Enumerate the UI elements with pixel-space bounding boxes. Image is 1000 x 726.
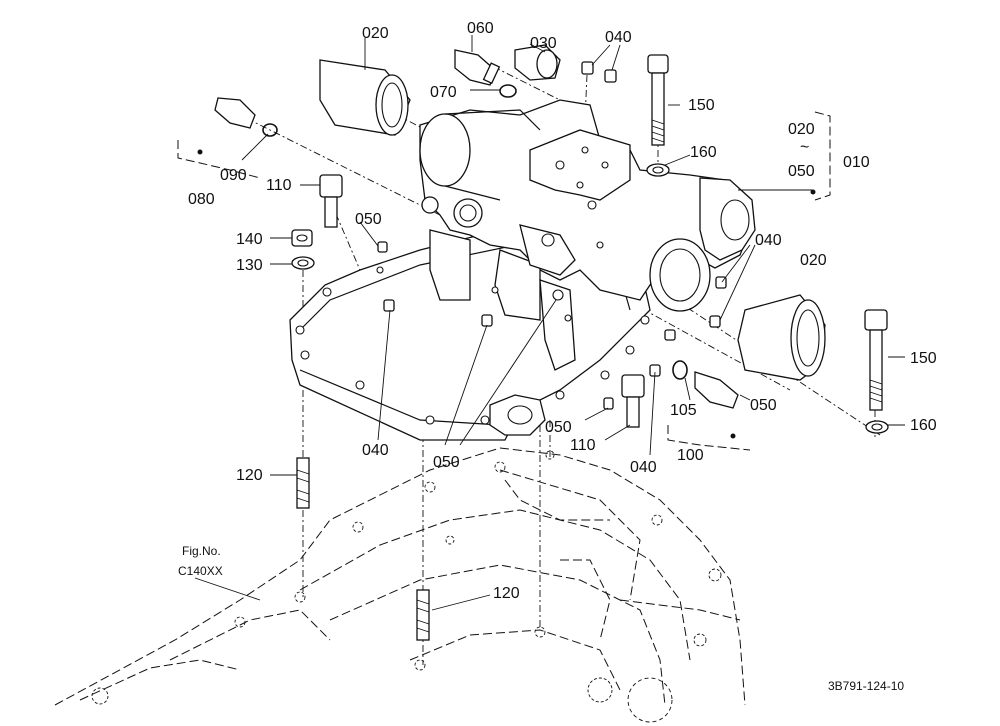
callout-020-right: 020 <box>800 252 827 269</box>
callout-040-bottom: 040 <box>362 442 389 459</box>
callout-020-range: 020 <box>788 121 815 138</box>
transmission-case-outline <box>54 447 746 723</box>
callout-060: 060 <box>467 20 494 37</box>
bolt-center <box>621 374 645 428</box>
stud-center <box>416 589 430 641</box>
o-ring-right <box>672 360 688 380</box>
callout-140: 140 <box>236 231 263 248</box>
callout-160-top: 160 <box>690 144 717 161</box>
callout-110-left: 110 <box>266 177 292 194</box>
callout-130: 130 <box>236 257 263 274</box>
callout-050-center: 050 <box>545 419 572 436</box>
leader-lines <box>194 35 905 611</box>
callout-labels: 020 060 030 040 070 150 160 020 ~ 050 01… <box>178 20 937 693</box>
callout-range-tilde: ~ <box>800 139 809 156</box>
callout-120-left: 120 <box>236 467 263 484</box>
hydraulic-cylinder-case <box>289 99 756 441</box>
callout-150-top: 150 <box>688 97 715 114</box>
callout-050-right: 050 <box>750 397 777 414</box>
callout-120-center: 120 <box>493 585 520 602</box>
callout-110-center: 110 <box>570 437 596 454</box>
figure-ref-number: C140XX <box>178 564 223 578</box>
callout-070: 070 <box>430 84 457 101</box>
callout-040-center: 040 <box>630 459 657 476</box>
callout-030: 030 <box>530 35 557 52</box>
fitting-left <box>214 97 278 137</box>
callout-010: 010 <box>843 154 870 171</box>
figure-ref-label: Fig.No. <box>182 544 221 558</box>
callout-100: 100 <box>677 447 704 464</box>
callout-150-right: 150 <box>910 350 937 367</box>
callout-080: 080 <box>188 191 215 208</box>
o-ring-top <box>499 84 517 98</box>
stud-left <box>296 457 310 509</box>
callout-050-range: 050 <box>788 163 815 180</box>
bushing-top <box>319 59 411 136</box>
callout-040-top: 040 <box>605 29 632 46</box>
drawing-code: 3B791-124-10 <box>828 679 904 693</box>
callout-090: 090 <box>220 167 247 184</box>
callout-020-top: 020 <box>362 25 389 42</box>
bolt-left <box>319 174 343 228</box>
assembly-brackets <box>177 111 831 451</box>
callout-050-bottom: 050 <box>433 454 460 471</box>
bushing-right <box>737 294 826 381</box>
callout-160-right: 160 <box>910 417 937 434</box>
fitting-right <box>694 371 739 409</box>
bolt-top <box>646 54 670 177</box>
callout-105: 105 <box>670 402 697 419</box>
collar-top <box>514 44 561 81</box>
nut-washer-left <box>291 229 315 270</box>
callout-040-right: 040 <box>755 232 782 249</box>
plugs-top <box>581 61 617 83</box>
fitting-top <box>454 49 501 86</box>
callout-050-left: 050 <box>355 211 382 228</box>
bolt-right <box>864 309 889 434</box>
